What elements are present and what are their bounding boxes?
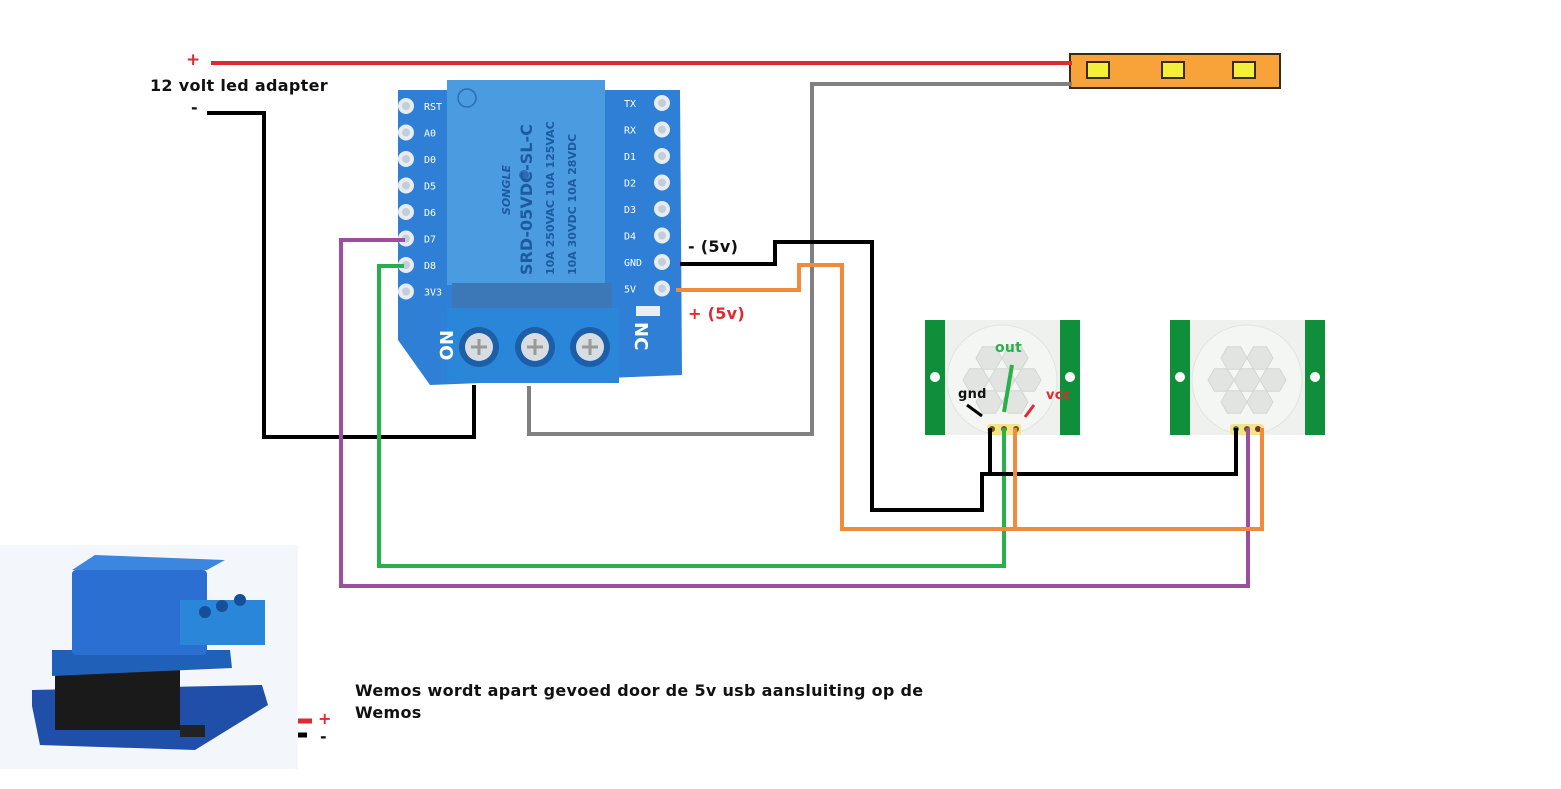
pin-label: D0 (424, 155, 436, 166)
fresnel-lens (1207, 346, 1287, 414)
pir-vcc-label: vcc (1046, 388, 1071, 403)
led-strip (1069, 53, 1281, 89)
pin-d1: D1 (624, 148, 670, 164)
pin-label: 3V3 (424, 288, 442, 299)
terminal-screw (515, 327, 555, 367)
usb-minus-label: - (320, 727, 327, 746)
relay-print: 10A 250VAC 10A 125VAC (544, 121, 557, 275)
wire-adapter-negative (207, 111, 476, 439)
pin-label: A0 (424, 129, 436, 140)
adapter-minus-label: - (191, 98, 198, 117)
no-terminal-label: NO (435, 330, 456, 360)
pin-d2: D2 (624, 174, 670, 191)
pin-label: D7 (424, 235, 436, 246)
pin-label: D2 (624, 179, 636, 190)
gnd-pointer (966, 403, 983, 418)
pir-sensor-1 (925, 320, 1080, 436)
pin-label: D3 (624, 205, 636, 216)
pin-label: RX (624, 126, 636, 137)
terminal-screw (570, 327, 610, 367)
pin-rx: RX (624, 121, 670, 138)
lens-cell (1014, 368, 1042, 392)
fresnel-lens (962, 346, 1042, 414)
pin-3v3: 3V3 (398, 283, 442, 300)
pir-sensor-2 (1170, 320, 1325, 436)
pin-d0: D0 (398, 151, 436, 167)
wire-d8-green (377, 264, 1006, 568)
wire-5v-orange (676, 263, 1264, 531)
pin-label: GND (624, 258, 642, 269)
lens-cell (1220, 390, 1248, 414)
wire-relay-com (527, 82, 1072, 436)
smd-led (636, 306, 660, 316)
vcc-pointer (1023, 404, 1036, 418)
pin-label: D8 (424, 261, 436, 272)
pin-rst: RST (398, 98, 442, 114)
usb-plus-label: + (318, 709, 332, 728)
relay-print: SONGLE (500, 164, 513, 215)
led-chip (1161, 61, 1185, 79)
pin-d6: D6 (398, 204, 436, 220)
terminal-screw (459, 327, 499, 367)
relay-cube (72, 570, 207, 655)
relay-print: SRD-05VDC-SL-C (517, 124, 536, 275)
lens-cell (975, 390, 1003, 414)
pin-label: 5V (624, 285, 636, 296)
pir-out-label: out (995, 340, 1023, 356)
pin-label: D1 (624, 152, 636, 163)
pin-a0: A0 (398, 124, 436, 141)
out-pointer (1002, 364, 1014, 413)
pin-label: D5 (424, 182, 436, 193)
pin-label: TX (624, 99, 636, 110)
power-note: Wemos wordt apart gevoed door de 5v usb … (355, 681, 924, 722)
lens-cell (1246, 390, 1274, 414)
pin-d3: D3 (624, 201, 670, 217)
wemos-photo (0, 545, 298, 769)
pin-5v: 5V (624, 280, 670, 297)
led-chip (1232, 61, 1256, 79)
positive-5v-label: + (5v) (688, 304, 745, 323)
wire-gnd-black (680, 240, 1238, 512)
pin-label: RST (424, 102, 442, 113)
pin-label: D6 (424, 208, 436, 219)
pin-gnd: GND (624, 254, 670, 270)
wire-d7-purple (339, 238, 1250, 588)
relay-block (447, 80, 605, 285)
led-chip (1086, 61, 1110, 79)
adapter-plus-label: + (186, 50, 201, 70)
negative-5v-label: - (5v) (688, 237, 739, 256)
adapter-label: 12 volt led adapter (150, 76, 328, 95)
pin-label: D4 (624, 232, 636, 243)
pin-d5: D5 (398, 177, 436, 194)
pin-d4: D4 (624, 227, 670, 244)
relay-print: 10A 30VDC 10A 28VDC (566, 134, 579, 275)
pin-tx: TX (624, 95, 670, 111)
nc-terminal-label: NC (630, 322, 651, 350)
pir-gnd-label: gnd (958, 387, 987, 402)
lens-cell (1259, 368, 1287, 392)
